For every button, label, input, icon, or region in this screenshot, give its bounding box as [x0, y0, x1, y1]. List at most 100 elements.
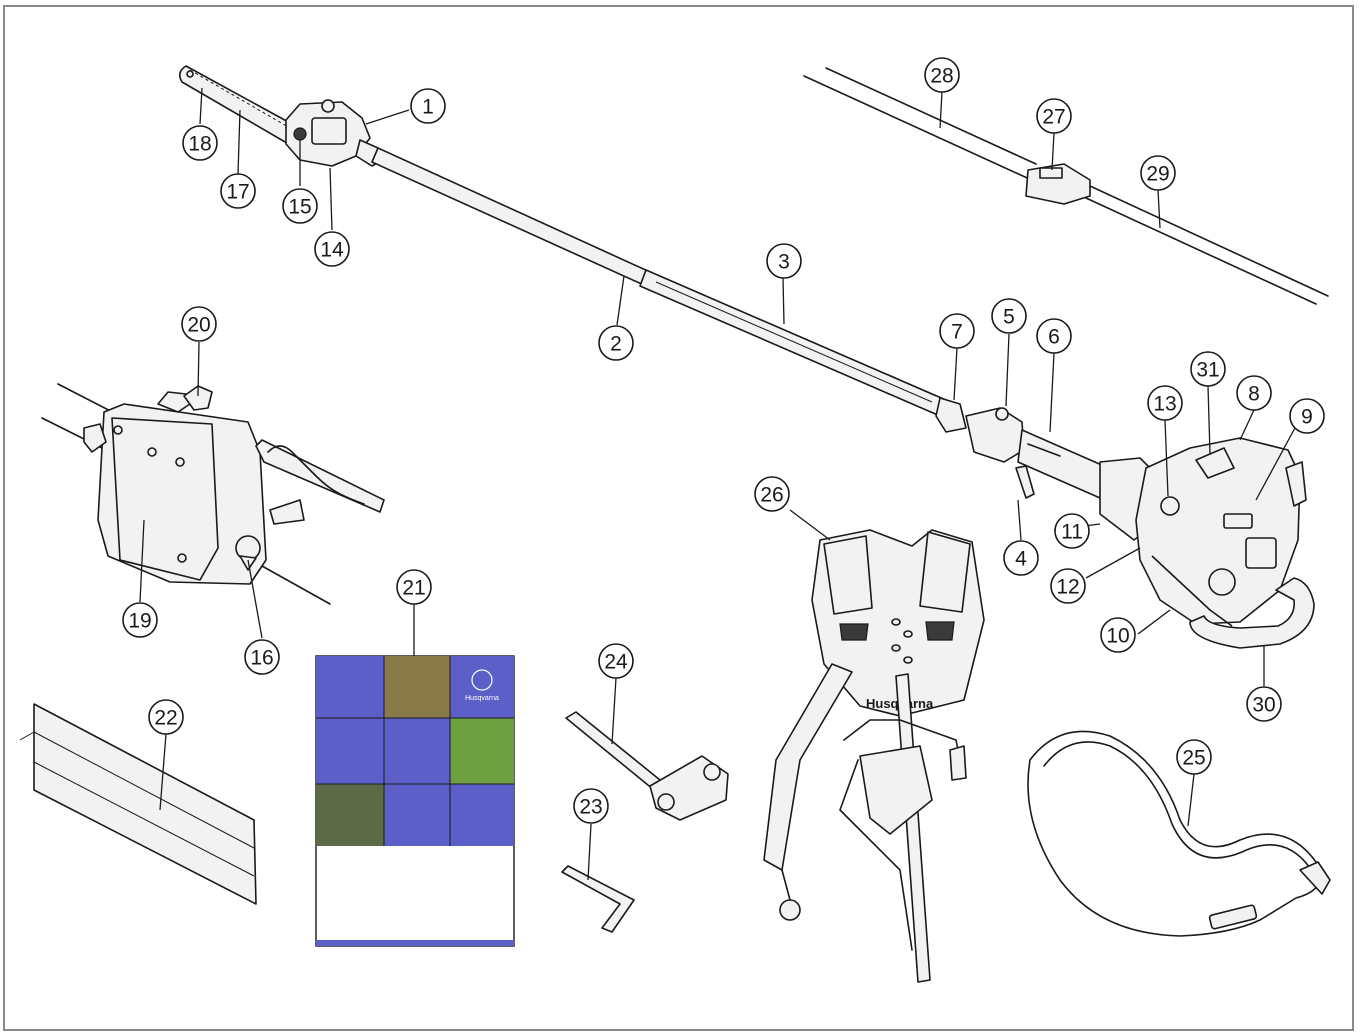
callout-circle — [1003, 540, 1039, 576]
callout-label: 6 — [1048, 326, 1060, 349]
callout-circle — [1140, 155, 1176, 191]
callout-circle — [148, 699, 184, 735]
operator-manual: Husqvarna — [315, 655, 515, 947]
callout-label: 24 — [604, 651, 628, 674]
callout-circle — [410, 88, 446, 124]
callout-circle — [396, 569, 432, 605]
callout-circle — [1036, 318, 1072, 354]
callout-circle — [1054, 513, 1090, 549]
callout-label: 9 — [1301, 406, 1313, 429]
callout-circle — [939, 313, 975, 349]
callout-circle — [244, 639, 280, 675]
callout-6: 6 — [1036, 318, 1072, 354]
callout-circle — [1100, 617, 1136, 653]
callout-circle — [181, 306, 217, 342]
callout-2: 2 — [598, 325, 634, 361]
callouts: 1234567891011121314151617181920212223242… — [122, 57, 1325, 824]
callout-circle — [924, 57, 960, 93]
callout-circle — [1050, 568, 1086, 604]
callout-9: 9 — [1289, 398, 1325, 434]
callout-label: 29 — [1146, 163, 1169, 186]
saw-head-closeup — [41, 383, 385, 605]
callout-label: 5 — [1003, 306, 1015, 329]
callout-label: 16 — [250, 647, 273, 670]
callout-label: 18 — [188, 133, 211, 156]
callout-label: 2 — [610, 333, 622, 356]
callout-circle — [220, 173, 256, 209]
callout-17: 17 — [220, 173, 256, 209]
callout-27: 27 — [1036, 98, 1072, 134]
callout-16: 16 — [244, 639, 280, 675]
callout-circle — [1190, 351, 1226, 387]
callout-circle — [991, 298, 1027, 334]
callout-label: 14 — [320, 239, 344, 262]
callout-19: 19 — [122, 602, 158, 638]
callout-label: 22 — [154, 707, 177, 730]
callout-label: 30 — [1252, 694, 1275, 717]
callout-label: 20 — [187, 314, 210, 337]
callout-21: 21 — [396, 569, 432, 605]
callout-circle — [122, 602, 158, 638]
bar-cover-22 — [19, 703, 257, 905]
callout-29: 29 — [1140, 155, 1176, 191]
callout-8: 8 — [1236, 375, 1272, 411]
hex-key — [561, 865, 635, 933]
manual-brand: Husqvarna — [465, 695, 499, 702]
callout-30: 30 — [1246, 686, 1282, 722]
callout-label: 1 — [422, 96, 434, 119]
callout-label: 19 — [128, 610, 151, 633]
callout-23: 23 — [573, 788, 609, 824]
harness: Husqvarna — [763, 529, 985, 983]
callout-circle — [282, 188, 318, 224]
callout-circle — [1289, 398, 1325, 434]
callout-circle — [182, 125, 218, 161]
callout-label: 10 — [1106, 625, 1129, 648]
callout-20: 20 — [181, 306, 217, 342]
callout-label: 31 — [1196, 359, 1219, 382]
callout-15: 15 — [282, 188, 318, 224]
shoulder-strap — [1027, 730, 1331, 937]
callout-circle — [314, 231, 350, 267]
callout-circle — [598, 643, 634, 679]
handle-assembly — [965, 407, 1105, 499]
callout-label: 15 — [288, 196, 311, 219]
callout-label: 27 — [1042, 106, 1065, 129]
callout-5: 5 — [991, 298, 1027, 334]
callout-7: 7 — [939, 313, 975, 349]
manual-bottom-stripe — [316, 940, 514, 946]
callout-31: 31 — [1190, 351, 1226, 387]
callout-circle — [1236, 375, 1272, 411]
callout-14: 14 — [314, 231, 350, 267]
callout-label: 21 — [402, 577, 425, 600]
callout-label: 13 — [1153, 393, 1176, 416]
callout-label: 8 — [1248, 383, 1260, 406]
callout-label: 11 — [1061, 521, 1083, 544]
engine-unit — [1099, 437, 1315, 649]
callout-25: 25 — [1176, 739, 1212, 775]
callout-label: 26 — [760, 484, 783, 507]
callout-18: 18 — [182, 125, 218, 161]
callout-26: 26 — [754, 476, 790, 512]
extension-shaft — [803, 67, 1329, 305]
callout-circle — [598, 325, 634, 361]
callout-circle — [1147, 385, 1183, 421]
callout-label: 7 — [951, 321, 963, 344]
callout-circle — [1176, 739, 1212, 775]
callout-11: 11 — [1054, 513, 1090, 549]
callout-label: 12 — [1056, 576, 1079, 599]
callout-label: 28 — [930, 65, 953, 88]
callout-22: 22 — [148, 699, 184, 735]
callout-circle — [1246, 686, 1282, 722]
callout-label: 25 — [1182, 747, 1205, 770]
callout-13: 13 — [1147, 385, 1183, 421]
combination-wrench — [565, 711, 729, 821]
leader-lines — [139, 87, 1297, 881]
callout-circle — [754, 476, 790, 512]
callout-circle — [573, 788, 609, 824]
callout-4: 4 — [1003, 540, 1039, 576]
callout-3: 3 — [766, 243, 802, 279]
callout-1: 1 — [410, 88, 446, 124]
callout-circle — [766, 243, 802, 279]
callout-10: 10 — [1100, 617, 1136, 653]
